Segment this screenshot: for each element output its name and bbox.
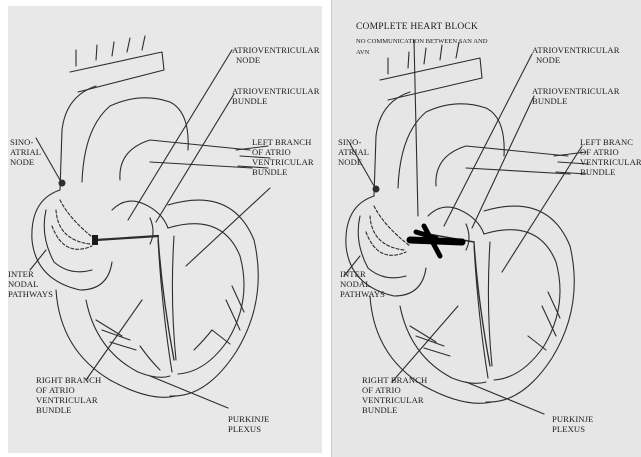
diagram-title: COMPLETE HEART BLOCK (356, 22, 478, 32)
block-mark-icon (406, 220, 466, 260)
right-diagram-panel: COMPLETE HEART BLOCK NO COMMUNICATION BE… (332, 0, 641, 457)
